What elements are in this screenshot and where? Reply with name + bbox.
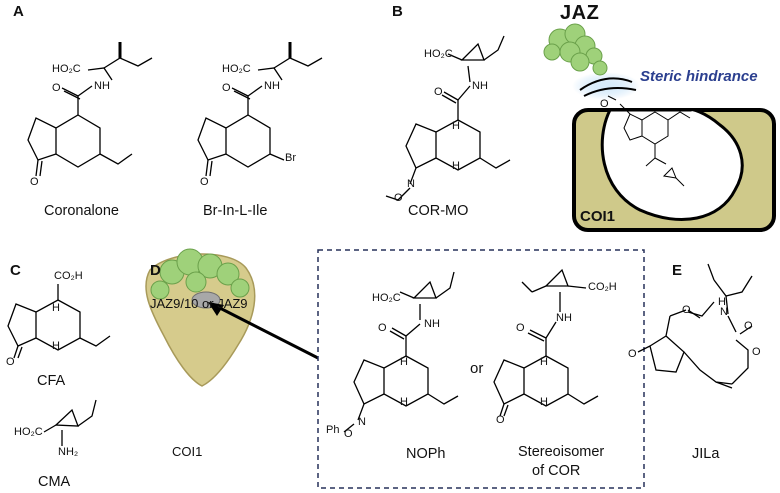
cormo-h-top: H xyxy=(452,120,460,132)
noph-n: N xyxy=(358,416,366,428)
cma-structure xyxy=(43,399,97,446)
cormo-nh: NH xyxy=(472,80,488,92)
cor-mo-structure xyxy=(385,35,511,201)
coronalone-ho2c: HO₂C xyxy=(52,63,81,75)
cor-mo-in-pocket xyxy=(607,95,691,187)
coronalone-nh: NH xyxy=(94,80,110,92)
coronalone-structure xyxy=(27,42,153,177)
cfa-co2h: CO₂H xyxy=(54,270,83,282)
coi1-big-label: COI1 xyxy=(580,208,616,225)
br-ketone-o: O xyxy=(200,176,209,188)
jila-amide-o: O xyxy=(682,304,691,316)
caption-noph: NOPh xyxy=(406,446,446,462)
noph-h-bottom: H xyxy=(400,396,408,408)
coi1-schematic xyxy=(572,108,776,232)
noph-structure xyxy=(343,271,459,433)
cma-ho2c: HO₂C xyxy=(14,426,43,438)
stereo-h-bottom: H xyxy=(540,396,548,408)
jila-ester-o2: O xyxy=(752,346,761,358)
noph-h-top: H xyxy=(400,356,408,368)
cfa-structure xyxy=(7,284,111,359)
jila-structure xyxy=(637,263,753,389)
caption-stereoisomer-2: of COR xyxy=(532,463,581,479)
caption-cma: CMA xyxy=(38,474,71,490)
coi1-small-label: COI1 xyxy=(172,444,203,459)
cfa-ketone-o: O xyxy=(6,356,15,368)
dashed-box xyxy=(317,249,645,489)
coi1-protein-surface xyxy=(145,248,256,387)
stereo-co2h: CO₂H xyxy=(588,281,617,293)
br-atom: Br xyxy=(285,152,296,164)
stereoisomer-structure xyxy=(493,268,599,417)
noph-ph: Ph xyxy=(326,424,340,436)
caption-cor-mo: COR-MO xyxy=(408,203,469,219)
arrowhead xyxy=(208,302,224,316)
pocket-o: O xyxy=(600,98,609,110)
panel-letter-e: E xyxy=(672,262,683,279)
jila-n: N xyxy=(720,306,728,318)
noph-nh: NH xyxy=(424,318,440,330)
jila-nh: H xyxy=(718,296,726,308)
br-in-ile-structure xyxy=(197,42,323,177)
coronalone-ketone-o: O xyxy=(30,176,39,188)
panel-letter-d: D xyxy=(150,262,161,279)
cormo-h-bottom: H xyxy=(452,160,460,172)
panel-letter-b: B xyxy=(392,3,403,20)
cfa-h-top: H xyxy=(52,302,60,314)
cfa-h-bottom: H xyxy=(52,340,60,352)
cormo-n: N xyxy=(407,178,415,190)
stereo-h-top: H xyxy=(540,356,548,368)
panel-letter-a: A xyxy=(13,3,24,20)
noph-amide-o: O xyxy=(378,322,387,334)
jaz-label: JAZ xyxy=(560,2,600,24)
cormo-o-link: O xyxy=(394,192,403,204)
stereo-nh: NH xyxy=(556,312,572,324)
br-ho2c: HO₂C xyxy=(222,63,251,75)
caption-br-in-ile: Br-In-L-Ile xyxy=(203,203,268,219)
cma-nh2: NH₂ xyxy=(58,446,79,458)
steric-hindrance-label: Steric hindrance xyxy=(640,68,758,85)
br-nh: NH xyxy=(264,80,280,92)
coronalone-o: O xyxy=(52,82,61,94)
caption-jila: JILa xyxy=(692,446,720,462)
br-amide-o: O xyxy=(222,82,231,94)
jaz9-label: JAZ9/10 or JAZ9 xyxy=(150,296,248,311)
jaz-protein-blob xyxy=(543,23,608,76)
caption-cfa: CFA xyxy=(37,373,66,389)
or-label: or xyxy=(470,360,484,377)
zoom-arrow xyxy=(211,302,319,360)
cormo-o: O xyxy=(434,86,443,98)
steric-glow xyxy=(572,72,640,100)
noph-ho2c: HO₂C xyxy=(372,292,401,304)
stereo-amide-o: O xyxy=(516,322,525,334)
noph-o-link: O xyxy=(344,428,353,440)
caption-stereoisomer-1: Stereoisomer xyxy=(518,444,605,460)
jila-ketone-o: O xyxy=(628,348,637,360)
stereo-ketone-o: O xyxy=(496,414,505,426)
jila-ester-o1: O xyxy=(744,320,753,332)
caption-coronalone: Coronalone xyxy=(44,203,119,219)
panel-letter-c: C xyxy=(10,262,21,279)
cormo-ho2c: HO₂C xyxy=(424,48,453,60)
